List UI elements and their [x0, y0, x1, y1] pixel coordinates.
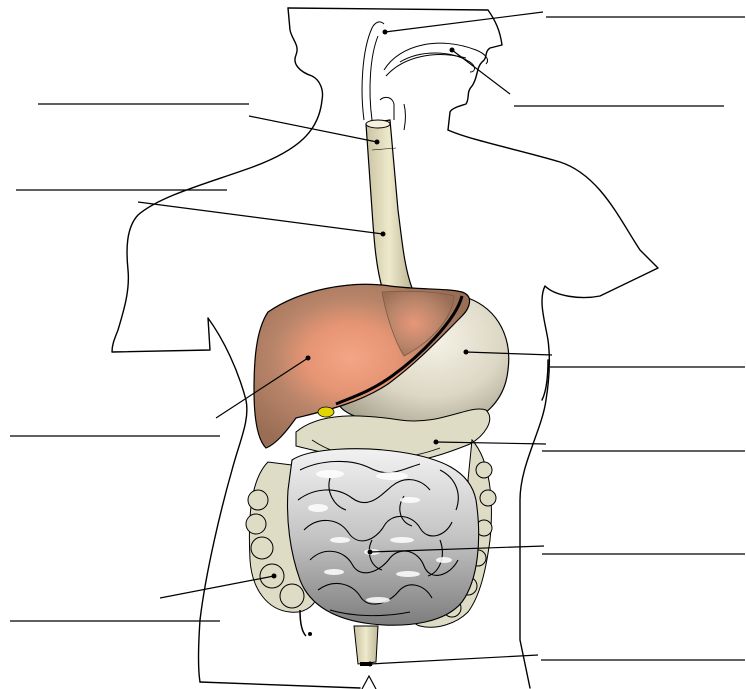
- rectum: [354, 626, 378, 689]
- gallbladder: [318, 407, 334, 417]
- anus-arrow: [362, 676, 376, 689]
- small-intestine: [288, 449, 479, 625]
- esophagus: [366, 120, 412, 294]
- oral-nasal-cavity: [362, 22, 487, 130]
- bottom-outline: [200, 682, 360, 688]
